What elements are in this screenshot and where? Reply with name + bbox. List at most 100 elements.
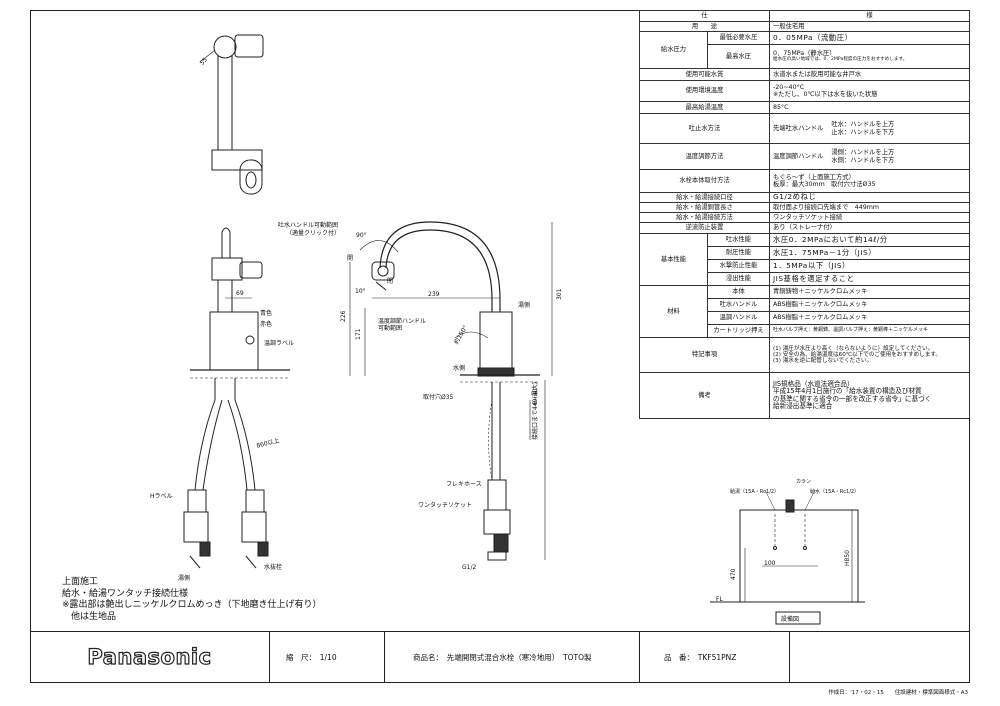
install-470: 470 (730, 568, 737, 580)
note-line-2: ※露出部は艶出しニッケルクロムめっき（下地磨き仕上げ有り） (62, 600, 322, 611)
spec-mount-label: 水栓本体取付方法 (639, 169, 770, 193)
label-flexible: フレキホース (446, 481, 482, 488)
label-g12: G1/2 (462, 564, 477, 571)
label-hot-side: 湯側 (518, 302, 531, 309)
front-view-faucet (183, 227, 290, 569)
spec-pipelen-label: 給水・給湯銅管長さ (639, 202, 770, 213)
spec-perf-label: 基本性能 (639, 233, 708, 286)
spec-use-value: 一般住宅用 (769, 21, 970, 32)
install-hot: 給湯（15A・Rc1/2） (730, 489, 780, 495)
technical-drawing (183, 34, 553, 569)
spec-remarks-label: 備考 (639, 372, 770, 419)
spec-mount-value1: もぐら～ず（上面施工方式） (773, 173, 855, 181)
spec-use-label: 用 途 (639, 21, 770, 32)
note-line-3: 他は生地品 (62, 611, 117, 622)
spec-mat-val-2: ABS樹脂＋ニッケルクロムメッキ (769, 311, 970, 325)
spec-spout-label: 吐止水方法 (639, 113, 770, 144)
spec-tempenv-value1: -20~40°C (773, 83, 805, 91)
spec-mat-val-1: ABS樹脂＋ニッケルクロムメッキ (769, 298, 970, 312)
spec-header-left: 仕 (639, 10, 770, 22)
spec-mat-key-0: 本体 (707, 285, 770, 299)
dim-69: 69 (236, 290, 244, 297)
dim-90: 90° (356, 232, 367, 239)
spec-perf-val-0: 水圧0．2MPaにおいて約14ℓ/分 (769, 233, 970, 247)
label-hot-water: 湯側 (178, 575, 191, 582)
spec-perf-val-3: JIS基格を適足すること (769, 272, 970, 286)
spec-mat-key-2: 温調ハンドル (707, 311, 770, 325)
dim-6-30: 6~30 (532, 388, 539, 405)
spec-tempenv-value2: ※ただし、0℃以下は水を抜いた状態 (773, 91, 878, 98)
brand-cell: Panasonic (30, 632, 270, 682)
spec-perf-val-2: 1．5MPa以下（JIS） (769, 259, 970, 273)
install-fl: FL (716, 596, 723, 603)
spec-maxhot-label: 最高給湯温度 (639, 101, 770, 114)
install-cold: 給水（15A・Rc1/2） (810, 489, 860, 495)
dim-171: 171 (355, 328, 362, 340)
dim-239: 239 (428, 291, 440, 298)
spec-mat-val-0: 青銅鋳物＋ニッケルクロムメッキ (769, 285, 970, 299)
note-line-0: 上面施工 (62, 577, 99, 587)
spec-water-label: 使用可能水質 (639, 68, 770, 81)
side-view-faucet (349, 221, 553, 561)
label-h: Hラベル (150, 493, 173, 500)
label-temp-label: 温調ラベル (264, 340, 295, 347)
model-text: 品 番： TKF51PNZ (664, 652, 737, 662)
spec-perf-key-1: 耐圧性能 (707, 246, 770, 260)
spec-mat-key-3: カートリッジ押え (707, 324, 770, 338)
spec-thread-value: G1/2めねじ (769, 192, 970, 203)
label-temp-range1: 温度調節ハンドル (378, 318, 427, 325)
model-cell: 品 番： TKF51PNZ (640, 632, 790, 682)
spec-mount-value2: 板厚：最大30mm 取付穴寸法Ø35 (773, 181, 876, 188)
spec-mat-label: 材料 (639, 285, 708, 338)
label-onetouch: ワンタッチソケット (418, 502, 473, 509)
install-850: H850 (844, 550, 851, 566)
construction-notes: 上面施工 給水・給湯ワンタッチ接続仕様 ※露出部は艶出しニッケルクロムめっき（下… (62, 577, 322, 623)
spec-thread-label: 給水・給湯接続口径 (639, 192, 770, 203)
spec-spout-value: 先端吐水ハンドル (773, 125, 824, 133)
spec-remarks-item-1: 平成15年4月1日施行の「給水装置の構造及び材質 (773, 387, 922, 396)
label-cold-side: 水側 (453, 365, 466, 372)
dim-301: 301 (556, 288, 563, 300)
brand-logo: Panasonic (87, 644, 212, 669)
spec-notes-item-1: (2) 安全の為、給湯温度は60℃以下でのご使用をおすすめします。 (773, 351, 941, 358)
spec-spout-open: 吐水：ハンドルを上方 (831, 121, 895, 129)
spec-mat-key-1: 吐水ハンドル (707, 298, 770, 312)
install-100: 100 (764, 560, 776, 567)
spec-tempadj-cold: 水側：ハンドルを下方 (831, 156, 895, 164)
spec-tempadj-hot: 湯側：ハンドルを上方 (831, 149, 895, 157)
spec-pressure-max-value: 0．75MPa（静水圧） (773, 50, 836, 58)
spec-pressure-min-value: 0．05MPa（流動圧） (769, 31, 970, 45)
spec-maxhot-value: 85°C (769, 101, 970, 114)
spec-notes-item-0: (1) 湯圧が水圧より高く（ならないように）設定してください。 (773, 345, 934, 352)
spec-remarks-item-3: 給新浸出基準に適合 (773, 401, 833, 410)
label-blue: 青色 (260, 310, 273, 317)
product-text: 商品名： 先端開閉式混合水栓（寒冷地用） TOTO製 (413, 652, 592, 662)
spec-connect-label: 給水・給湯接続方法 (639, 212, 770, 223)
spec-mat-val-3: 吐水バルブ押え：黄銅鋳、温調バルブ押え：黄銅棒＋ニッケルメッキ (769, 324, 970, 338)
spec-notes-label: 特記事項 (639, 337, 770, 373)
spec-perf-key-3: 浸出性能 (707, 272, 770, 286)
label-red: 赤色 (260, 321, 273, 328)
top-view-faucet (199, 34, 264, 195)
spec-remarks-item-2: の基準に関する省令の一部を改正する省令」に基づく (773, 394, 932, 403)
scale-text: 縮 尺： 1/10 (286, 652, 337, 662)
spec-spout-close: 止水：ハンドルを下方 (831, 128, 895, 136)
label-open: 開 (347, 255, 354, 262)
dim-10: 10° (355, 288, 366, 295)
spec-pressure-min-label: 最低必要水圧 (707, 31, 770, 45)
label-click: （適量クリック付） (286, 230, 341, 237)
spec-backflow-value: あり（ストレーナ付） (769, 222, 970, 234)
label-drain: 水抜栓 (264, 564, 283, 571)
spec-remarks-item-0: JIS規格品（水道法適合品） (773, 379, 854, 388)
spec-table: 仕 様 用 途 一般住宅用 給水圧力 最低必要水圧 0．05MPa（流動圧） 最… (639, 10, 970, 419)
note-line-1: 給水・給湯ワンタッチ接続仕様 (62, 588, 189, 599)
label-temp-range2: 可動範囲 (378, 325, 403, 332)
spec-backflow-label: 逆流防止装置 (639, 222, 770, 234)
footer-text: 作成日：'17・02・15 住設建材・標準図面様式・A3 (828, 690, 968, 696)
spec-pressure-max-note: 給水圧の高い地域では、0．2MPa程度の圧力をおすすめします。 (773, 57, 908, 63)
spec-water-value: 水道水または飲用可能な井戸水 (769, 68, 970, 81)
title-block: Panasonic 縮 尺： 1/10 商品名： 先端開閉式混合水栓（寒冷地用）… (30, 631, 970, 683)
spec-perf-val-1: 水圧1．75MPa－1分（JIS） (769, 246, 970, 260)
spec-tempadj-label: 温度調節方法 (639, 143, 770, 170)
spec-perf-key-0: 吐水性能 (707, 233, 770, 247)
